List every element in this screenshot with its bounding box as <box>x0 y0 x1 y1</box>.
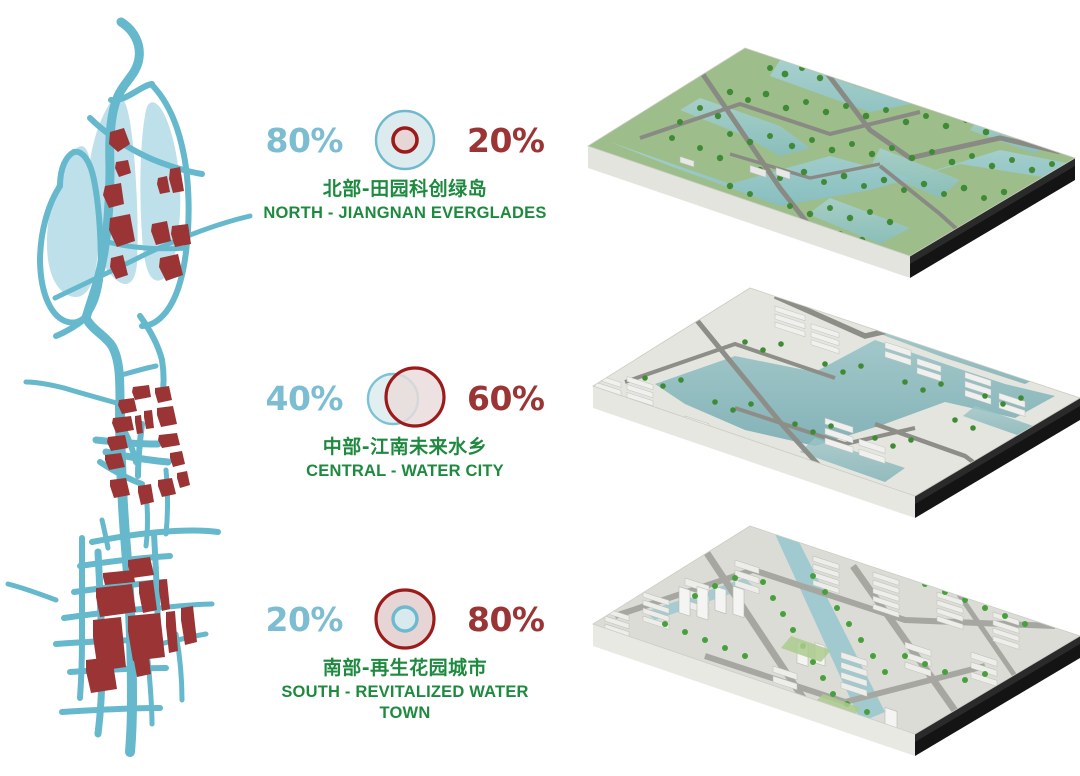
model-south-urbangrid <box>585 516 1080 776</box>
legend-north-row: 80% 20% <box>255 104 555 176</box>
model-north-terrain <box>580 38 1080 298</box>
south-left-percent: 20% <box>265 599 344 639</box>
north-left-percent: 80% <box>265 120 344 160</box>
north-right-percent: 20% <box>467 120 545 160</box>
map-vector <box>5 17 253 757</box>
central-right-percent: 60% <box>467 378 545 418</box>
map-central-blocks <box>105 385 190 505</box>
north-name-en: NORTH - JIANGNAN EVERGLADES <box>263 203 547 222</box>
schematic-city-map <box>0 0 280 763</box>
legend-north: 80% 20% 北部-田园科创绿岛 NORTH - JIANGNAN EVERG… <box>255 104 555 224</box>
central-venn-diagram <box>357 363 453 433</box>
south-name-cn: 南部-再生花园城市 <box>322 657 488 679</box>
model-central-watercity <box>585 278 1080 538</box>
south-name-en: SOUTH - REVITALIZED WATER TOWN <box>281 682 529 723</box>
north-venn-diagram <box>357 105 453 175</box>
south-venn-diagram <box>357 584 453 654</box>
central-left-percent: 40% <box>265 378 344 418</box>
south-right-percent: 80% <box>467 599 545 639</box>
legend-central-row: 40% 60% <box>255 362 555 434</box>
legend-south-row: 20% 80% <box>255 583 555 655</box>
legend-central: 40% 60% 中部-江南未来水乡 CENTRAL - WATER CITY <box>255 362 555 482</box>
legend-south: 20% 80% 南部-再生花园城市 SOUTH - REVITALIZED WA… <box>255 583 555 725</box>
central-name-cn: 中部-江南未来水乡 <box>322 436 488 458</box>
map-south-blocks <box>86 557 197 693</box>
map-north-blocks <box>103 128 191 281</box>
north-name-cn: 北部-田园科创绿岛 <box>322 178 488 200</box>
central-name-en: CENTRAL - WATER CITY <box>306 461 504 480</box>
